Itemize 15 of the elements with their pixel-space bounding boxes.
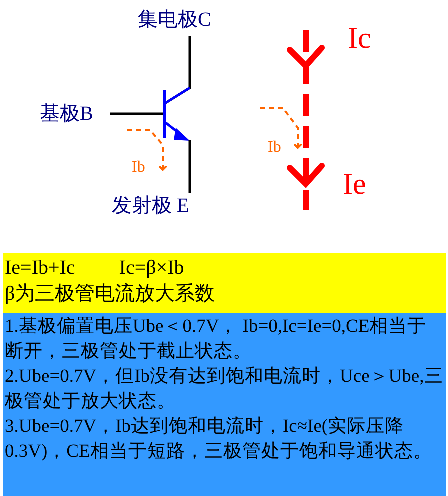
formula-text: Ie=Ib+Ic bbox=[5, 257, 76, 279]
current-label: Ie bbox=[343, 170, 366, 200]
formula-text: β为三极管电流放大系数 bbox=[5, 282, 216, 307]
terminal-label: 发射极 E bbox=[112, 196, 190, 216]
current-label: Ib bbox=[132, 160, 146, 176]
explanation-panel bbox=[3, 313, 446, 496]
terminal-label: 基极B bbox=[40, 104, 94, 124]
paragraph: 2.Ube=0.7V，但Ib没有达到饱和电流时，Uce＞Ube,三极管处于放大状态。 bbox=[5, 366, 444, 414]
paragraph: 3.Ube=0.7V，Ib达到饱和电流时，Ic≈Ie(实际压降0.3V)，CE相当于短路，三极管处于饱和导通状态。 bbox=[5, 416, 434, 464]
formula-text: Ic=β×Ib bbox=[119, 257, 184, 279]
formula-panel bbox=[3, 253, 446, 313]
current-label: Ib bbox=[268, 140, 282, 156]
paragraph: 1.基极偏置电压Ube＜0.7V， Ib=0,Ic=Ie=0,CE相当于断开，三极管处于截止状态。 bbox=[5, 316, 428, 364]
terminal-label: 集电极C bbox=[138, 10, 212, 30]
current-label: Ic bbox=[348, 24, 372, 54]
